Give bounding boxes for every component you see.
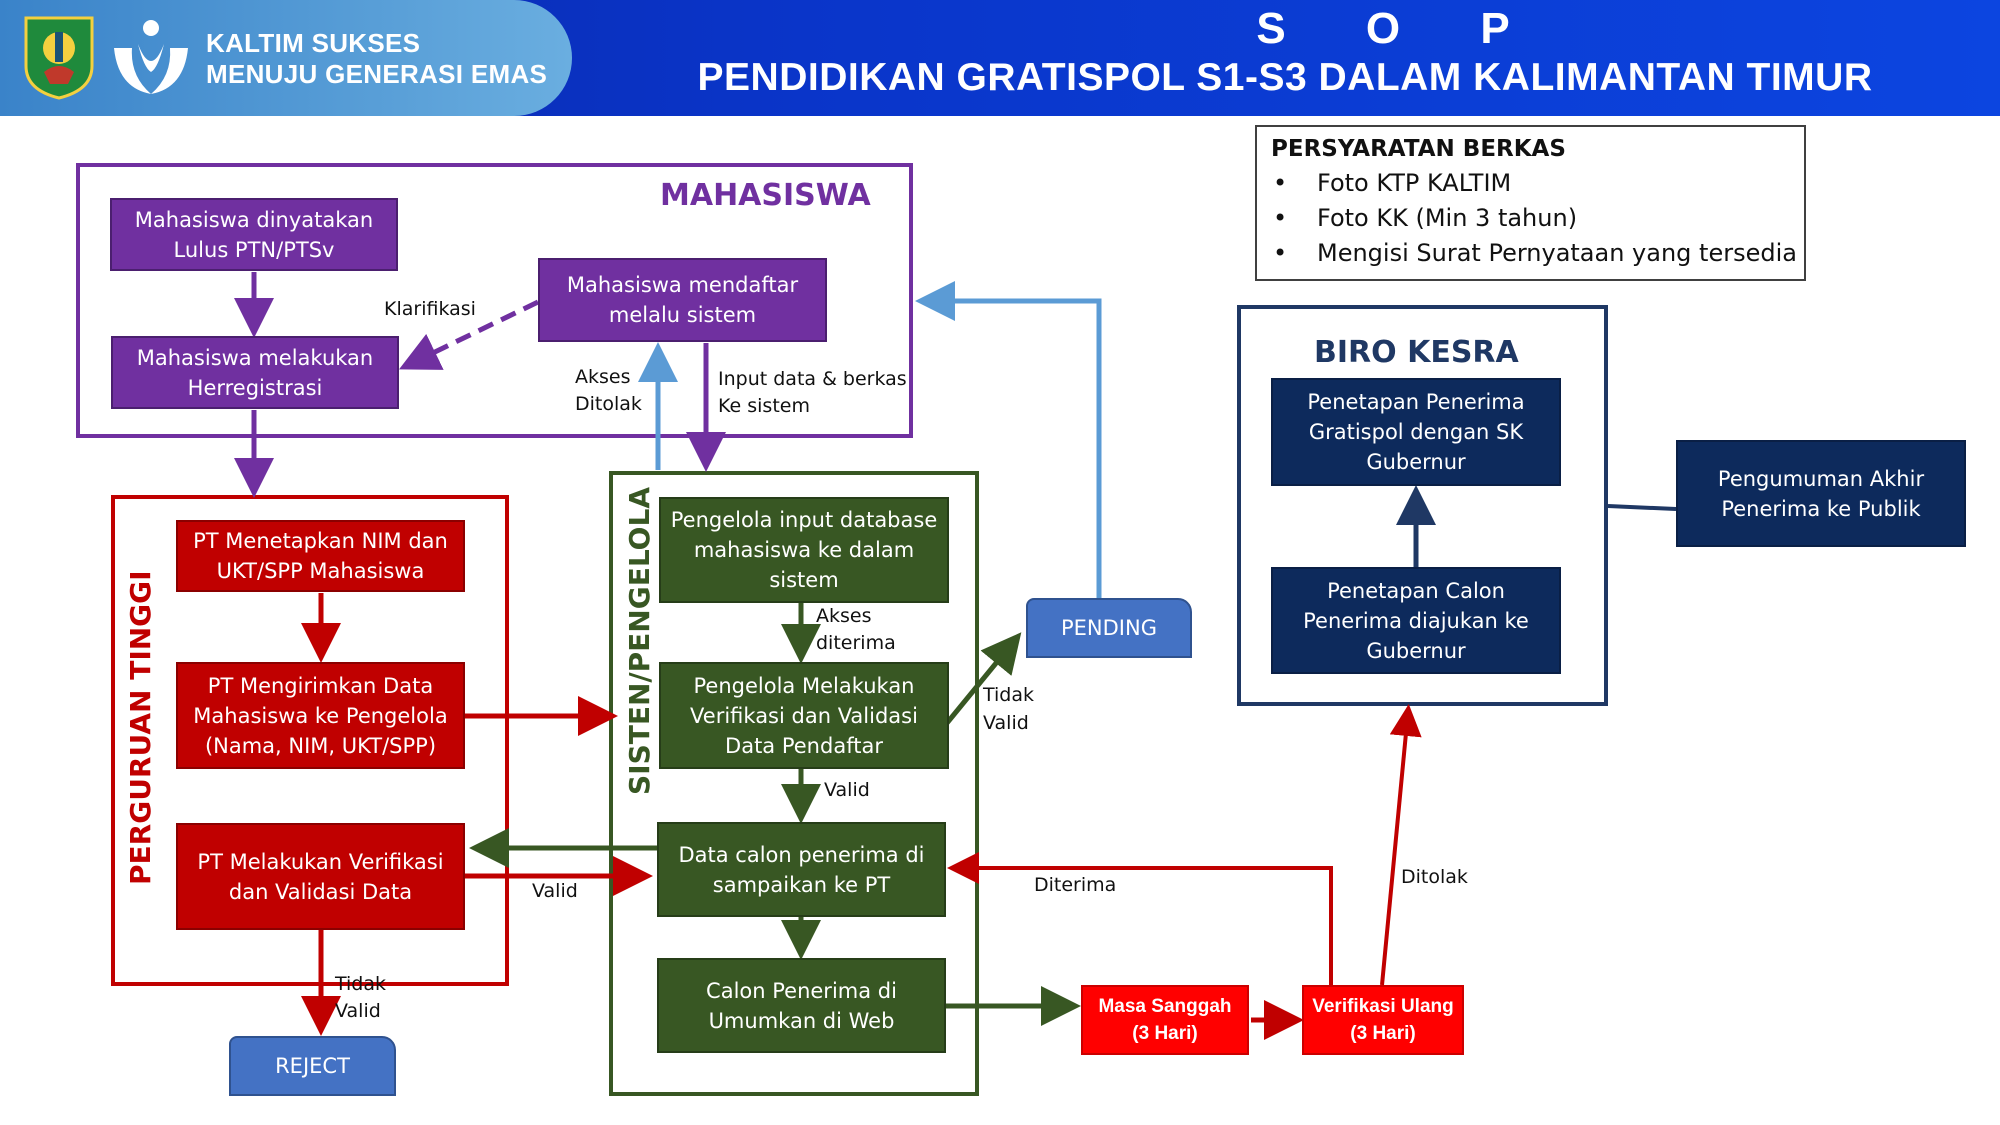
label-akses-diterima-1: Akses xyxy=(816,605,872,627)
label-valid-pt: Valid xyxy=(532,880,578,902)
sop-heading: S O P xyxy=(1256,4,1544,53)
requirement-item: Mengisi Surat Pernyataan yang tersedia xyxy=(1271,236,1797,271)
arrow-diterima xyxy=(947,852,1333,985)
reject-tab: REJECT xyxy=(229,1036,396,1096)
perguruan-tinggi-section xyxy=(111,495,509,986)
herregistrasi-box: Mahasiswa melakukan Herregistrasi xyxy=(111,336,399,409)
pengumuman-box: Pengumuman Akhir Penerima ke Publik xyxy=(1676,440,1966,547)
label-valid-pengelola: Valid xyxy=(824,779,870,801)
verifikasi-ulang-box: Verifikasi Ulang (3 Hari) xyxy=(1302,985,1464,1055)
label-tidak-valid-pengelola-1: Tidak xyxy=(983,684,1035,706)
requirement-item: Foto KK (Min 3 tahun) xyxy=(1271,201,1790,236)
page-title: PENDIDIKAN GRATISPOL S1-S3 DALAM KALIMAN… xyxy=(697,56,1873,99)
label-akses-ditolak-2: Ditolak xyxy=(575,393,642,415)
label-tidak-valid-pt-2: Valid xyxy=(335,1000,381,1022)
mendaftar-box: Mahasiswa mendaftar melalu sistem xyxy=(538,258,827,342)
requirement-item: Foto KTP KALTIM xyxy=(1271,166,1790,201)
requirements-title: PERSYARATAN BERKAS xyxy=(1271,136,1566,162)
verifikasi-pendaftar-box: Pengelola Melakukan Verifikasi dan Valid… xyxy=(659,662,949,769)
arrow-tidak-valid-to-pending xyxy=(945,632,1022,725)
tagline-line-1: KALTIM SUKSES xyxy=(206,28,421,58)
umumkan-web-box: Calon Penerima di Umumkan di Web xyxy=(657,958,946,1053)
sistem-pengelola-section xyxy=(609,471,979,1096)
logo-panel xyxy=(0,0,572,116)
pt-kirim-box: PT Mengirimkan Data Mahasiswa ke Pengelo… xyxy=(176,662,465,769)
arrow-pending-to-mahasiswa xyxy=(915,281,1102,598)
pt-verifikasi-box: PT Melakukan Verifikasi dan Validasi Dat… xyxy=(176,823,465,930)
mahasiswa-section xyxy=(76,163,913,438)
input-database-box: Pengelola input database mahasiswa ke da… xyxy=(659,497,949,603)
penetapan-calon-box: Penetapan Calon Penerima diajukan ke Gub… xyxy=(1271,567,1561,674)
label-tidak-valid-pengelola-2: Valid xyxy=(983,712,1029,734)
generasi-emas-logo-icon xyxy=(114,20,188,94)
label-diterima: Diterima xyxy=(1034,874,1117,896)
biro-kesra-section-title: BIRO KESRA xyxy=(1314,335,1519,370)
tagline: KALTIM SUKSES MENUJU GENERASI EMAS xyxy=(206,28,547,90)
data-calon-box: Data calon penerima di sampaikan ke PT xyxy=(657,822,946,917)
requirements-list: Foto KTP KALTIM Foto KK (Min 3 tahun) Me… xyxy=(1271,166,1797,271)
label-ditolak: Ditolak xyxy=(1401,866,1468,888)
arrow-ditolak xyxy=(1380,704,1422,986)
pending-tab: PENDING xyxy=(1026,598,1192,658)
mahasiswa-section-title: MAHASISWA xyxy=(660,178,871,213)
label-input-data-2: Ke sistem xyxy=(718,395,810,417)
requirements-box: PERSYARATAN BERKAS Foto KTP KALTIM Foto … xyxy=(1255,125,1806,281)
label-klarifikasi: Klarifikasi xyxy=(384,298,476,320)
pt-nim-box: PT Menetapkan NIM dan UKT/SPP Mahasiswa xyxy=(176,520,465,592)
tagline-line-2: MENUJU GENERASI EMAS xyxy=(206,59,548,89)
penetapan-sk-box: Penetapan Penerima Gratispol dengan SK G… xyxy=(1271,378,1561,486)
label-akses-ditolak-1: Akses xyxy=(575,366,631,388)
biro-kesra-section xyxy=(1237,305,1608,706)
lulus-box: Mahasiswa dinyatakan Lulus PTN/PTSv xyxy=(110,198,398,271)
masa-sanggah-box: Masa Sanggah (3 Hari) xyxy=(1081,985,1249,1055)
label-tidak-valid-pt-1: Tidak xyxy=(335,973,387,995)
province-emblem-icon xyxy=(24,16,94,100)
connector-biro-to-pengumuman xyxy=(1607,504,1677,511)
label-akses-diterima-2: diterima xyxy=(816,632,896,654)
label-input-data-1: Input data & berkas xyxy=(718,368,907,390)
